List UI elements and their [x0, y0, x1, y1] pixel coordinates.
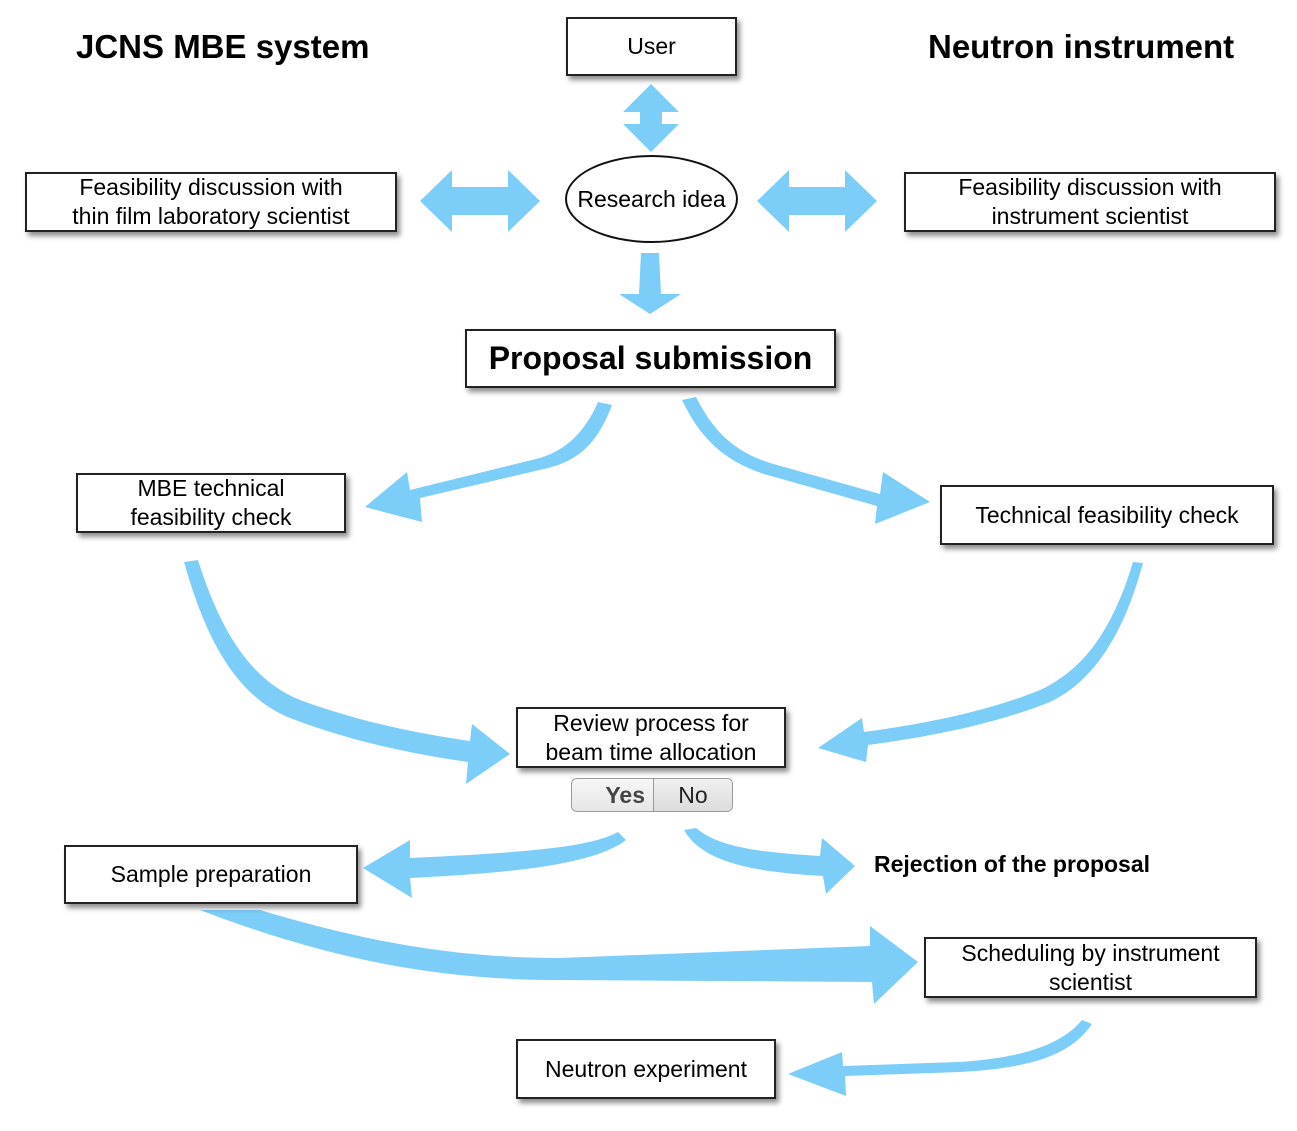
review-process-box: Review process for beam time allocation: [516, 707, 786, 768]
arrow-research-feasibility-right: [757, 170, 877, 232]
arrow-no-rejection: [684, 828, 855, 894]
decision-no-option[interactable]: No: [653, 779, 732, 811]
mbe-technical-check-box: MBE technical feasibility check: [76, 473, 346, 533]
review-line-2: beam time allocation: [545, 738, 757, 765]
arrow-research-proposal: [619, 253, 681, 314]
review-line-1: Review process for: [553, 709, 749, 736]
decision-yes-option[interactable]: Yes: [572, 779, 653, 811]
proposal-submission-label: Proposal submission: [488, 340, 813, 376]
arrow-mbe-review: [184, 560, 510, 784]
arrow-sample-scheduling: [200, 910, 918, 1004]
rejection-label: Rejection of the proposal: [874, 851, 1151, 877]
header-neutron-instrument: Neutron instrument: [928, 28, 1235, 65]
neutron-experiment-box: Neutron experiment: [516, 1039, 776, 1099]
arrow-proposal-mbe: [365, 402, 612, 522]
scheduling-line-2: scientist: [1048, 968, 1133, 995]
arrow-user-research: [623, 84, 679, 152]
header-jcns-mbe-system: JCNS MBE system: [76, 28, 370, 65]
arrow-research-feasibility-left: [420, 170, 540, 232]
arrow-proposal-tech: [682, 397, 930, 524]
feasibility-thin-film-box: Feasibility discussion with thin film la…: [25, 172, 397, 232]
user-label: User: [627, 33, 676, 59]
user-box: User: [566, 17, 737, 76]
feasibility-instrument-box: Feasibility discussion with instrument s…: [904, 172, 1276, 232]
arrow-scheduling-experiment: [788, 1020, 1092, 1096]
tech-check-label: Technical feasibility check: [975, 501, 1239, 528]
feasibility-left-line-1: Feasibility discussion with: [79, 174, 343, 200]
arrow-tech-review: [818, 562, 1143, 762]
scheduling-line-1: Scheduling by instrument: [961, 939, 1220, 966]
feasibility-right-line-2: instrument scientist: [991, 203, 1189, 229]
feasibility-left-line-2: thin film laboratory scientist: [72, 203, 350, 229]
research-idea-line-1: Research: [577, 185, 676, 212]
sample-preparation-label: Sample preparation: [110, 861, 312, 887]
research-idea-oval: Research idea: [565, 155, 738, 243]
mbe-check-line-2: feasibility check: [130, 504, 292, 530]
mbe-check-line-1: MBE technical: [137, 475, 285, 501]
proposal-submission-box: Proposal submission: [465, 329, 836, 388]
research-idea-line-2: idea: [682, 185, 726, 212]
feasibility-right-line-1: Feasibility discussion with: [958, 174, 1222, 200]
neutron-experiment-label: Neutron experiment: [545, 1055, 747, 1082]
decision-toggle[interactable]: Yes No: [571, 778, 733, 812]
sample-preparation-box: Sample preparation: [64, 845, 358, 904]
scheduling-box: Scheduling by instrument scientist: [924, 937, 1257, 998]
technical-feasibility-check-box: Technical feasibility check: [940, 485, 1274, 545]
arrow-yes-sample: [363, 832, 626, 898]
